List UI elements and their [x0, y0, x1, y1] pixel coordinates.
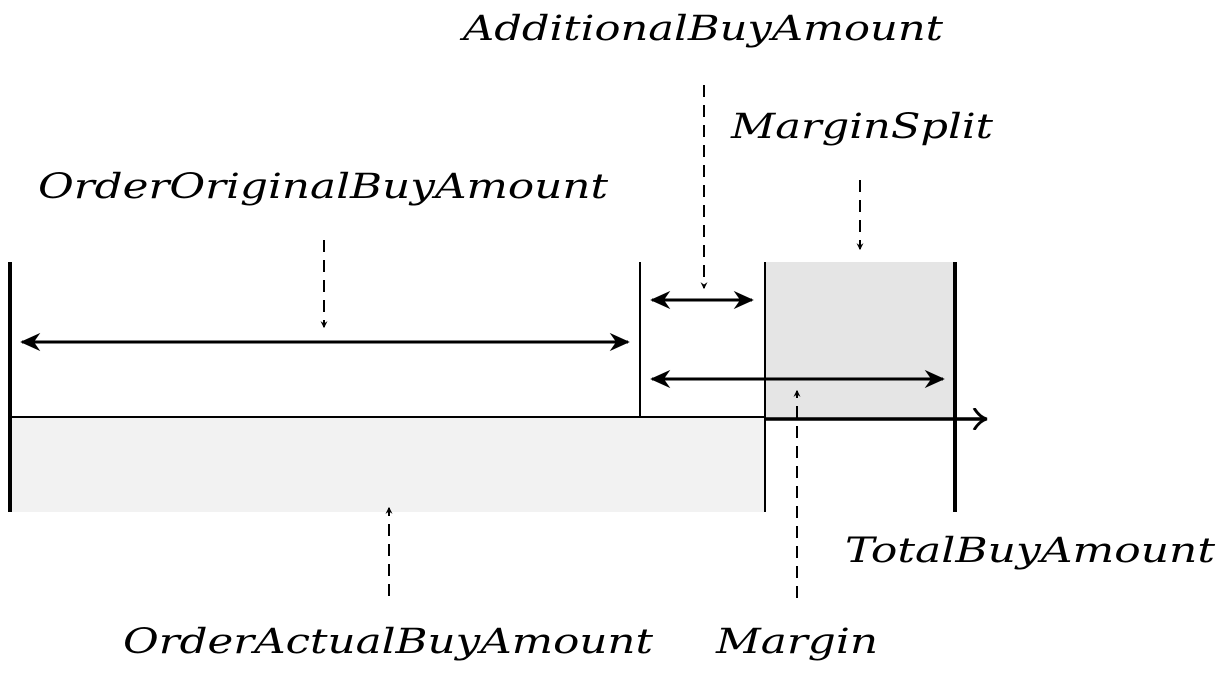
margin-split-label: MarginSplit [730, 107, 994, 147]
total-buy-amount-label: TotalBuyAmount [845, 531, 1216, 571]
order-actual-buy-amount-label: OrderActualBuyAmount [123, 622, 654, 662]
margin-label: Margin [715, 622, 878, 662]
additional-buy-amount-label: AdditionalBuyAmount [459, 9, 944, 49]
order-actual-buy-amount-region [10, 417, 765, 512]
margin-split-region [765, 262, 955, 418]
order-original-buy-amount-label: OrderOriginalBuyAmount [38, 167, 609, 207]
